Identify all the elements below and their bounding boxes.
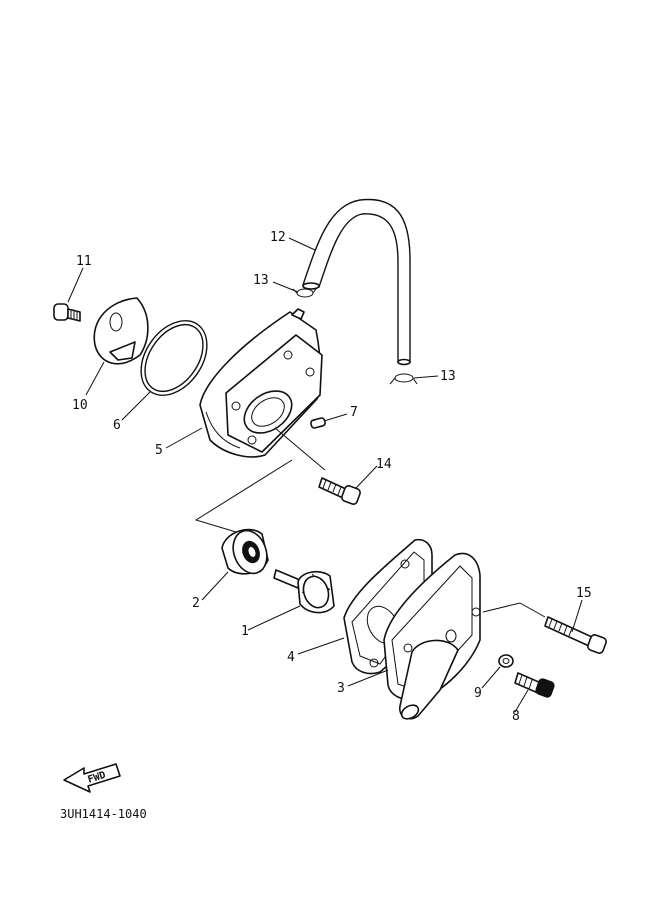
forward-arrow-icon: FWD xyxy=(63,763,121,793)
pump-cover-part-3 xyxy=(383,552,481,720)
callout-12: 12 xyxy=(270,230,286,245)
hose-part-12 xyxy=(302,198,411,366)
plate-part-10 xyxy=(93,297,149,365)
hose-clip-part-13-upper xyxy=(292,288,317,298)
callout-9: 9 xyxy=(474,686,482,701)
leader-lines xyxy=(67,237,583,713)
o-ring-part-6 xyxy=(140,320,208,396)
bolt-part-15 xyxy=(544,616,607,654)
bolt-part-14 xyxy=(318,477,361,505)
callout-1: 1 xyxy=(241,624,249,639)
callout-11: 11 xyxy=(76,254,92,269)
screw-part-11 xyxy=(53,303,81,322)
pin-part-7 xyxy=(310,417,326,429)
callout-6: 6 xyxy=(113,418,121,433)
callout-8: 8 xyxy=(512,709,520,724)
part-code: 3UH1414-1040 xyxy=(60,807,147,821)
bolt-part-8 xyxy=(514,672,555,698)
callout-14: 14 xyxy=(376,457,392,472)
hose-clip-part-13-lower xyxy=(389,373,418,385)
bearing-part-2 xyxy=(221,528,269,575)
fwd-label: FWD xyxy=(87,770,108,786)
washer-part-9 xyxy=(498,654,514,668)
callout-7: 7 xyxy=(350,405,358,420)
callout-10: 10 xyxy=(72,398,88,413)
callout-3: 3 xyxy=(337,681,345,696)
callout-15: 15 xyxy=(576,586,592,601)
pump-housing-part-5 xyxy=(199,308,323,458)
callout-labels: 1 2 3 4 5 6 7 8 9 10 11 12 13 13 14 15 xyxy=(72,230,592,724)
callout-13-upper: 13 xyxy=(253,273,269,288)
impeller-part-1 xyxy=(273,569,335,614)
callout-4: 4 xyxy=(287,650,295,665)
callout-5: 5 xyxy=(155,443,163,458)
assembly-lines xyxy=(194,427,546,618)
callout-2: 2 xyxy=(192,596,200,611)
callout-13-lower: 13 xyxy=(440,369,456,384)
